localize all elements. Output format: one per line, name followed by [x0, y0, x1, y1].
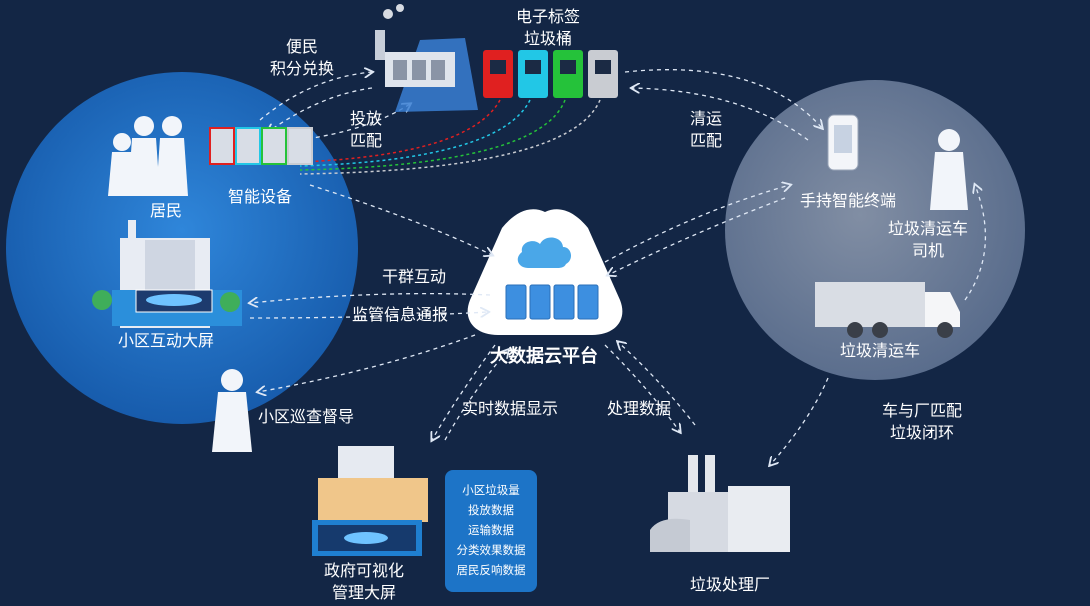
cloud-server-icon [505, 237, 599, 320]
community-inspection-label: 小区巡查督导 [258, 407, 355, 426]
process-data-label: 处理数据 [607, 399, 672, 418]
connection-lines [250, 70, 987, 465]
truck-factory-match-label: 车与厂匹配 垃圾闭环 [882, 401, 963, 442]
government-building-icon [312, 446, 428, 556]
garbage-truck-icon [815, 282, 960, 338]
community-screen-label: 小区互动大屏 [118, 331, 215, 350]
residents-icon [108, 116, 188, 196]
e-tag-bin-label: 电子标签 垃圾桶 [516, 7, 581, 48]
bin-signal-lines [299, 99, 601, 175]
stat-item: 小区垃圾量 [462, 483, 520, 497]
truck-label: 垃圾清运车 [840, 341, 921, 360]
factory-icon [650, 455, 790, 552]
gov-screen-label: 政府可视化 管理大屏 [324, 561, 405, 602]
community-building-icon [92, 220, 242, 328]
handheld-terminal-label: 手持智能终端 [800, 191, 897, 210]
clean-match-label: 清运 匹配 [690, 109, 723, 150]
truck-driver-label: 垃圾清运车 司机 [888, 219, 969, 260]
stats-box: 小区垃圾量 投放数据 运输数据 分类效果数据 居民反响数据 [445, 470, 537, 592]
e-tag-bins [483, 50, 618, 98]
recycling-machine-icon [375, 4, 478, 112]
stat-item: 运输数据 [468, 523, 514, 537]
stat-item: 居民反响数据 [456, 563, 526, 577]
realtime-display-label: 实时数据显示 [462, 399, 559, 418]
driver-icon [930, 129, 968, 210]
stat-item: 投放数据 [468, 503, 514, 517]
plant-label: 垃圾处理厂 [690, 575, 771, 594]
drop-match-label: 投放 匹配 [350, 109, 383, 150]
smartphone-icon [827, 114, 859, 171]
smart-device-icon [209, 127, 313, 165]
cadre-interaction-label: 干群互动 [382, 267, 447, 286]
residents-label: 居民 [150, 201, 183, 220]
points-exchange-label: 便民 积分兑换 [270, 37, 335, 78]
big-data-platform-label: 大数据云平台 [490, 346, 598, 367]
inspector-icon [212, 369, 252, 452]
stat-item: 分类效果数据 [456, 543, 526, 557]
supervision-report-label: 监管信息通报 [352, 305, 449, 324]
smart-device-label: 智能设备 [228, 187, 293, 206]
